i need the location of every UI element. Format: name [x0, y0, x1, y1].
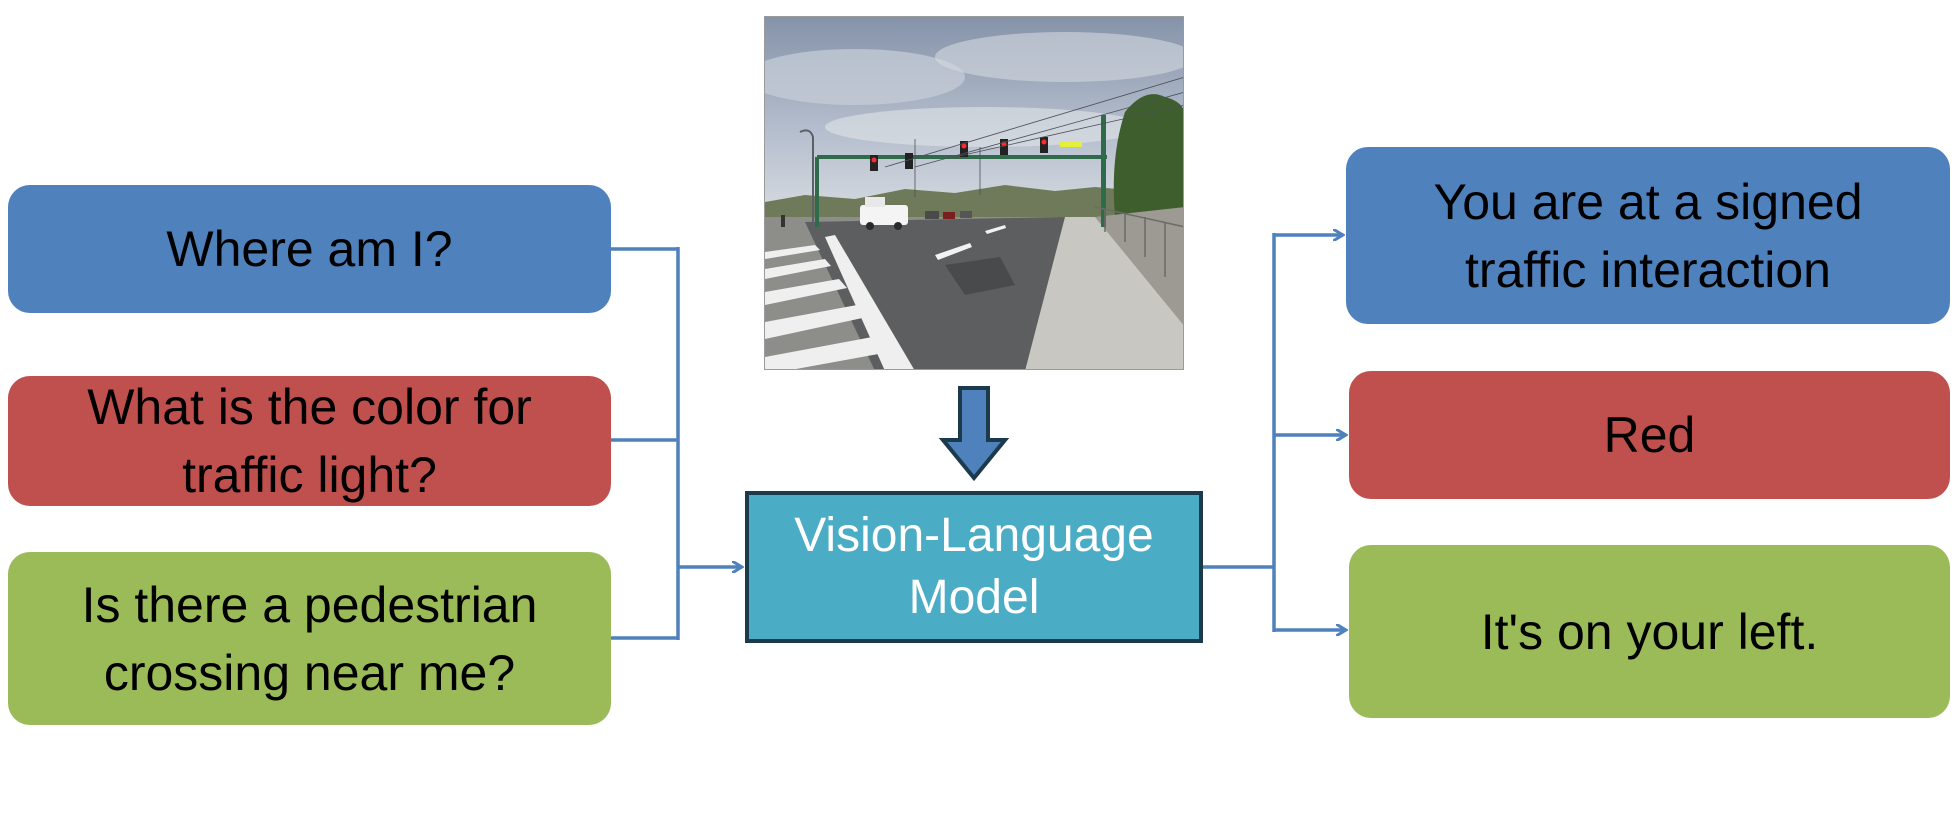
question-box-2: What is the color for traffic light?	[8, 376, 611, 506]
model-label: Vision-Language Model	[794, 509, 1154, 624]
answer-3-text: It's on your left.	[1480, 603, 1819, 660]
question-box-3: Is there a pedestrian crossing near me?	[8, 552, 611, 725]
question-3-text: Is there a pedestrian crossing near me?	[81, 576, 538, 701]
answer-box-3: It's on your left.	[1349, 545, 1950, 718]
answer-box-1: You are at a signed traffic interaction	[1346, 147, 1950, 324]
down-arrow-icon	[938, 386, 1010, 482]
question-box-1: Where am I?	[8, 185, 611, 313]
question-1-text: Where am I?	[166, 221, 453, 277]
vision-language-model-box: Vision-Language Model	[745, 491, 1203, 643]
question-2-text: What is the color for traffic light?	[87, 379, 532, 503]
answer-2-text: Red	[1603, 407, 1696, 463]
answer-box-2: Red	[1349, 371, 1950, 499]
street-scene-image	[764, 16, 1184, 370]
answer-1-text: You are at a signed traffic interaction	[1433, 173, 1863, 298]
